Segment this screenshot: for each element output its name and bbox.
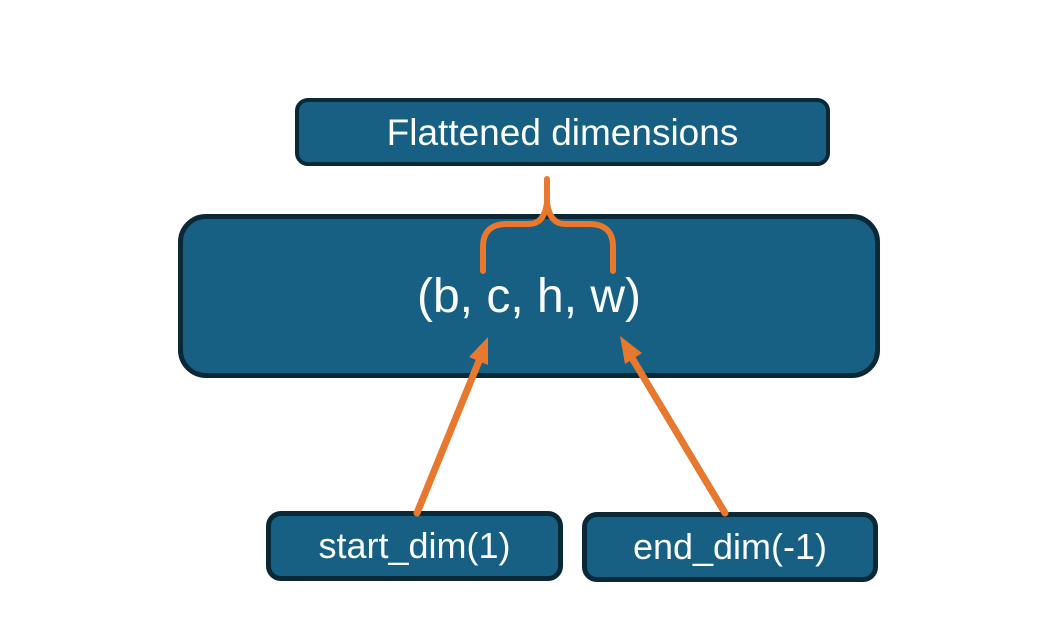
node-flattened-dimensions: Flattened dimensions (295, 98, 830, 166)
arrow-start-dim-line (413, 357, 483, 517)
node-tuple-bchw-label: (b, c, h, w) (416, 270, 642, 323)
node-start-dim-label: start_dim(1) (318, 525, 511, 566)
node-start-dim: start_dim(1) (266, 511, 563, 581)
node-end-dim-label: end_dim(-1) (632, 526, 828, 567)
arrow-end-dim-line (628, 354, 729, 517)
node-end-dim: end_dim(-1) (582, 512, 878, 582)
node-tuple-bchw: (b, c, h, w) (178, 214, 880, 378)
node-flattened-dimensions-label: Flattened dimensions (386, 111, 739, 153)
